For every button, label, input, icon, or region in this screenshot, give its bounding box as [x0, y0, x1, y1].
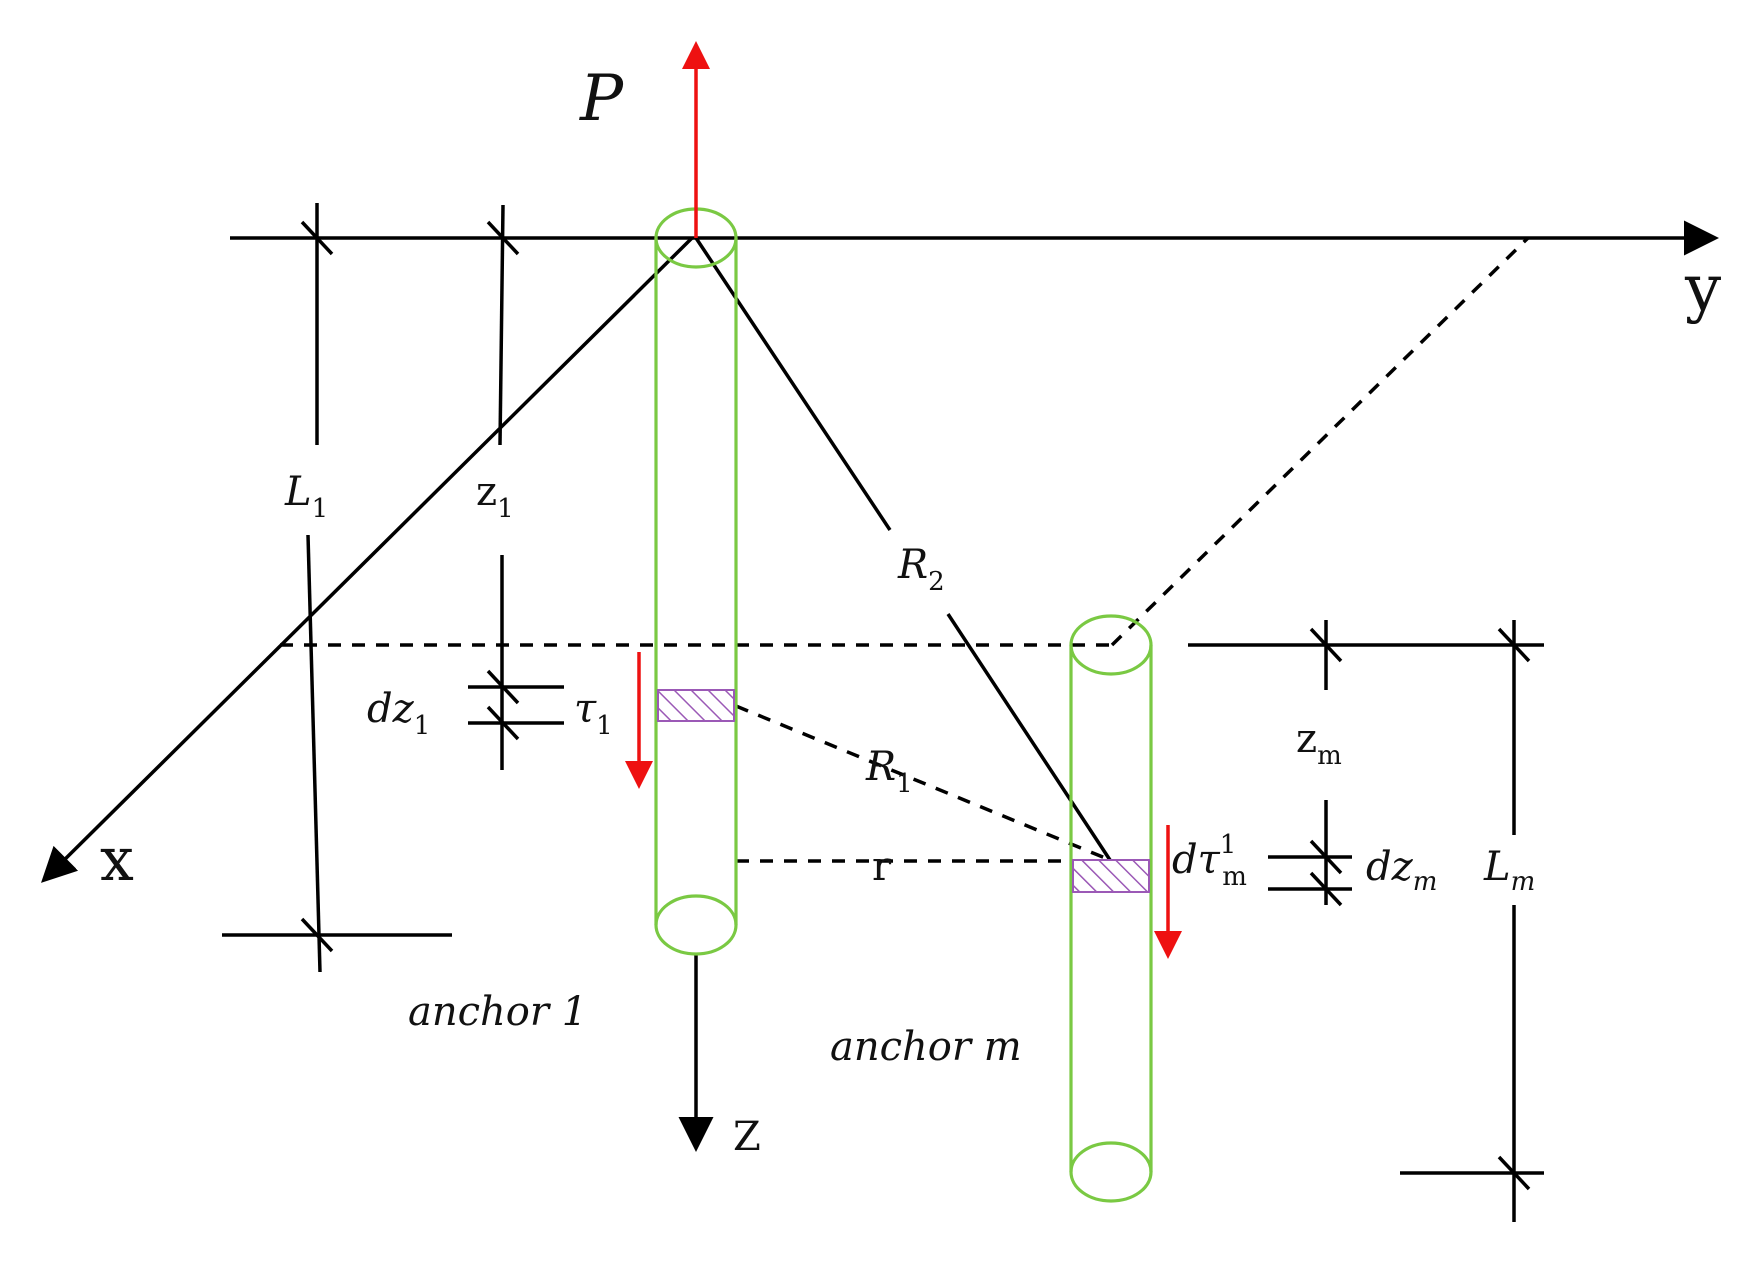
anchor-1-element: [657, 689, 735, 722]
dz1-tick-b: [486, 705, 520, 741]
tau1-label-main: τ: [574, 686, 597, 732]
x-axis: [41, 236, 694, 883]
dz1-label-d: dz: [367, 686, 415, 732]
l1-ext-bottom: [306, 534, 322, 973]
lm-tick-bottom: [1497, 1155, 1531, 1191]
dashed-diagonal-line: [1110, 236, 1530, 647]
dz1-label-sub: 1: [414, 711, 431, 741]
dzm-label: dzm: [1366, 844, 1437, 897]
zm-tick-top: [1309, 627, 1343, 663]
dtau-m-label-sup: 1: [1220, 830, 1237, 860]
r1-label-sub: 1: [896, 769, 913, 799]
r2-label: R2: [897, 542, 945, 597]
load-label: P: [579, 62, 624, 136]
r2-line-lower: [946, 613, 1112, 861]
lm-label-sub: m: [1511, 867, 1536, 897]
dzm-tick-a: [1309, 839, 1343, 875]
r1-dashed-line: [735, 704, 1111, 862]
zm-label-main: z: [1296, 716, 1317, 762]
r-label: r: [872, 844, 892, 890]
dtau-m-label-main: dτ: [1172, 837, 1221, 883]
z-axis-label: Z: [733, 1114, 761, 1160]
r2-label-sub: 2: [928, 567, 945, 597]
l1-tick-bottom: [300, 917, 334, 953]
z1-label-sub: 1: [497, 494, 514, 524]
r2-line-upper: [694, 237, 892, 531]
r1-label: R1: [865, 744, 913, 799]
dzm-label-sub: m: [1413, 867, 1438, 897]
y-axis-label: y: [1684, 252, 1721, 326]
l1-label: L1: [284, 469, 328, 524]
l1-tick-top: [300, 220, 334, 256]
anchor-m-element: [1072, 859, 1150, 893]
anchor-1-cylinder: [654, 207, 738, 956]
anchor-m-label: anchor m: [830, 1024, 1022, 1070]
lm-label-main: L: [1483, 844, 1511, 890]
zm-label-sub: m: [1317, 741, 1342, 771]
tau1-label: τ1: [574, 686, 613, 741]
x-axis-label: x: [100, 825, 134, 895]
z1-ext-top: [498, 204, 505, 446]
zm-label: zm: [1296, 716, 1342, 771]
tau1-label-sub: 1: [596, 711, 613, 741]
lm-label: Lm: [1483, 844, 1535, 897]
lm-tick-top: [1497, 627, 1531, 663]
dzm-label-main: dz: [1366, 844, 1414, 890]
r1-label-main: R: [865, 744, 896, 790]
z1-label-main: z: [476, 469, 497, 515]
r2-label-main: R: [897, 542, 928, 588]
dz1-label: dz1: [367, 686, 430, 741]
z1-label: z1: [476, 469, 514, 524]
dzm-tick-b: [1309, 871, 1343, 907]
l1-label-sub: 1: [312, 494, 329, 524]
anchor-m-cylinder: [1069, 614, 1153, 1203]
l1-label-main: L: [284, 469, 312, 515]
z1-tick-top: [486, 220, 520, 256]
dtau-m-label-sub: m: [1222, 862, 1247, 892]
dz1-tick-a: [486, 669, 520, 705]
anchor-1-label: anchor 1: [408, 989, 587, 1035]
